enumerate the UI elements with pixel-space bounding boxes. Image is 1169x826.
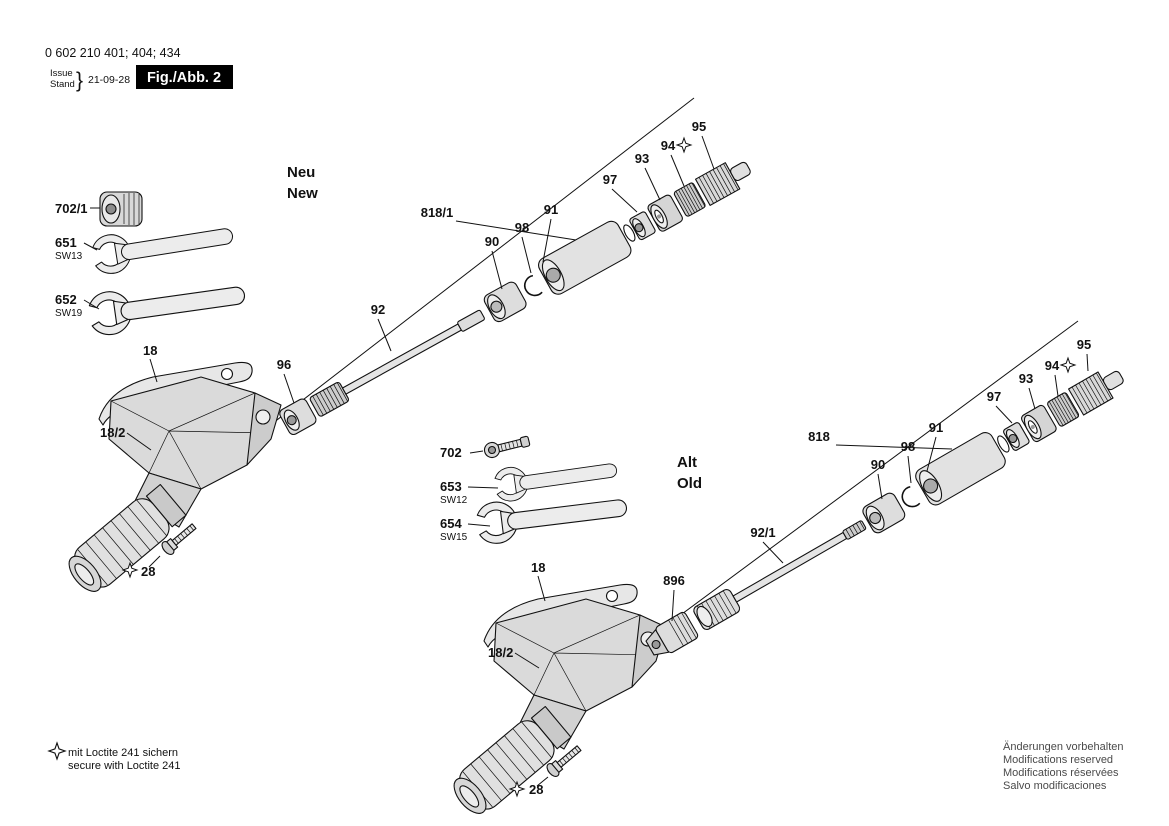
callout-retaining-ring-new: 98 xyxy=(515,220,529,235)
brace-glyph: } xyxy=(76,69,83,92)
callout-locknut-new: 94 xyxy=(661,138,676,153)
tool-body-new xyxy=(60,361,282,600)
callout-wrench-653-size: SW12 xyxy=(440,495,468,506)
callout-ball-bearing-old: 93 xyxy=(1019,371,1033,386)
part-codes: 0 602 210 401; 404; 434 xyxy=(45,46,181,60)
modifications-note-en: Modifications reserved xyxy=(1003,754,1113,766)
callout-pinion-new: 95 xyxy=(692,119,706,134)
figure-label: Fig./Abb. 2 xyxy=(147,70,221,86)
modifications-note-es: Salvo modificaciones xyxy=(1003,780,1107,792)
callout-ball-bearing-new: 93 xyxy=(635,151,649,166)
callout-chuck: 896 xyxy=(663,573,685,588)
callout-wrench-651-size: SW13 xyxy=(55,251,83,262)
footnotes: mit Loctite 241 sichern secure with Loct… xyxy=(48,741,1123,792)
callout-housing-old: 18 xyxy=(531,560,545,575)
callout-pinion-old: 95 xyxy=(1077,337,1091,352)
callout-bearing-sleeve-old: 90 xyxy=(871,457,885,472)
callout-bearing-sleeve-new: 90 xyxy=(485,234,499,249)
loctite-note-en: secure with Loctite 241 xyxy=(68,760,181,772)
axis-line-new xyxy=(250,97,695,441)
callout-collet-nut: 702/1 xyxy=(55,201,88,216)
collet-nut-702-1 xyxy=(99,191,143,227)
callout-grip-new: 18/2 xyxy=(100,425,125,440)
new-title-de: Neu xyxy=(287,164,315,181)
old-assembly: Alt Old 702 653 SW12 654 SW15 18 18/2 28… xyxy=(440,320,1124,822)
tool-body-old xyxy=(445,583,667,822)
loctite-star-icon xyxy=(676,137,692,153)
header: 0 602 210 401; 404; 434 Issue Stand } 21… xyxy=(45,46,233,92)
loctite-note-de: mit Loctite 241 sichern xyxy=(68,747,178,759)
wrench-653 xyxy=(493,452,620,504)
leaders-new xyxy=(83,135,715,568)
leaders-old xyxy=(467,353,1089,787)
exploded-parts-new xyxy=(279,161,751,436)
loctite-star-icon xyxy=(48,742,66,760)
callout-sleeve-new: 91 xyxy=(544,202,558,217)
callout-collet: 96 xyxy=(277,357,291,372)
callout-spindle-unit-old: 818 xyxy=(808,429,830,444)
callout-grip-old: 18/2 xyxy=(488,645,513,660)
new-title-en: New xyxy=(287,185,318,202)
tool-body-drawing xyxy=(60,361,282,600)
old-title-en: Old xyxy=(677,475,702,492)
new-assembly: Neu New 702/1 651 SW13 652 SW19 18 18/2 … xyxy=(55,97,751,600)
callout-spindle-unit-new: 818/1 xyxy=(421,205,454,220)
callout-washer-old: 97 xyxy=(987,389,1001,404)
callout-wrench-652: 652 xyxy=(55,292,77,307)
callout-wrench-654-size: SW15 xyxy=(440,532,468,543)
loctite-star-icon xyxy=(1060,357,1076,373)
callout-wrench-654: 654 xyxy=(440,516,462,531)
callout-wrench-652-size: SW19 xyxy=(55,308,83,319)
callout-spindle-old: 92/1 xyxy=(750,525,775,540)
exploded-parts-old xyxy=(645,370,1124,656)
callout-screw-new: 28 xyxy=(141,564,155,579)
figure-label-box xyxy=(136,65,233,89)
callout-housing-new: 18 xyxy=(143,343,157,358)
callout-collet-screw: 702 xyxy=(440,445,462,460)
callout-wrench-651: 651 xyxy=(55,235,77,250)
callout-locknut-old: 94 xyxy=(1045,358,1060,373)
callout-retaining-ring-old: 98 xyxy=(901,439,915,454)
callout-screw-old: 28 xyxy=(529,782,543,797)
axis-line-old xyxy=(635,320,1079,649)
tool-body-drawing xyxy=(445,583,667,822)
stand-label: Stand xyxy=(50,79,75,90)
modifications-note-de: Änderungen vorbehalten xyxy=(1003,741,1123,753)
issue-label: Issue xyxy=(50,68,73,79)
callout-sleeve-old: 91 xyxy=(929,420,943,435)
wrench-652 xyxy=(87,272,248,338)
modifications-note-fr: Modifications réservées xyxy=(1003,767,1119,779)
callout-wrench-653: 653 xyxy=(440,479,462,494)
collet-screw-702 xyxy=(483,435,531,459)
callout-spindle-new: 92 xyxy=(371,302,385,317)
old-title-de: Alt xyxy=(677,454,697,471)
issue-date: 21-09-28 xyxy=(88,74,130,86)
callout-washer-new: 97 xyxy=(603,172,617,187)
